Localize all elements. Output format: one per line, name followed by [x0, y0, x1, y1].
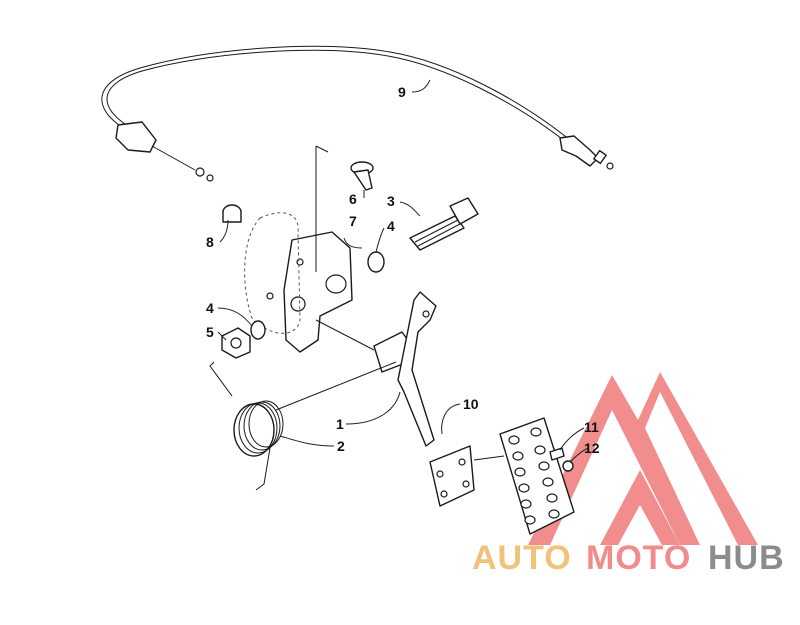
callout-5: 5	[206, 324, 214, 340]
pedal-arm	[315, 291, 475, 507]
callout-2: 2	[337, 438, 345, 454]
cable-end-fitting-left	[115, 121, 157, 153]
callout-6: 6	[349, 191, 357, 207]
watermark-text: AUTO MOTO HUB	[472, 539, 785, 577]
pivot-shaft	[409, 197, 479, 251]
callout-12: 12	[584, 440, 600, 456]
leader-lines	[217, 79, 589, 463]
pad-nut	[562, 460, 574, 472]
watermark-triangle-mark	[528, 372, 758, 545]
callout-7: 7	[349, 213, 357, 229]
callout-3: 3	[387, 193, 395, 209]
pedal-mount-plate	[429, 445, 475, 507]
pad-screw	[549, 447, 565, 461]
callout-10: 10	[463, 396, 479, 412]
return-spring	[209, 361, 397, 491]
footpad-holes	[508, 427, 560, 525]
throttle-cable	[101, 45, 614, 182]
watermark-word-moto: MOTO	[586, 539, 691, 577]
callout-9: 9	[398, 84, 406, 100]
pedal-footpad	[473, 417, 575, 535]
mounting-bracket	[244, 145, 353, 353]
lock-nut	[221, 327, 251, 359]
callout-1: 1	[336, 416, 344, 432]
watermark-word-auto: AUTO	[472, 539, 572, 577]
watermark-logo	[528, 372, 758, 545]
callout-11: 11	[584, 419, 599, 435]
o-ring-lower	[250, 320, 266, 340]
watermark-word-hub: HUB	[708, 539, 785, 577]
callout-4-upper: 4	[387, 218, 395, 234]
callout-8: 8	[206, 234, 214, 250]
nut-upper	[222, 204, 242, 223]
callout-4-lower: 4	[206, 300, 214, 316]
o-ring-upper	[367, 251, 385, 273]
cable-end-fitting-right	[559, 135, 599, 167]
cable-end-ball	[195, 167, 205, 177]
callouts: 9 6 7 3 4 8 4 5 1 2 10 11 12	[206, 84, 600, 456]
screw	[350, 161, 374, 191]
watermark-inner-mark	[600, 470, 680, 545]
